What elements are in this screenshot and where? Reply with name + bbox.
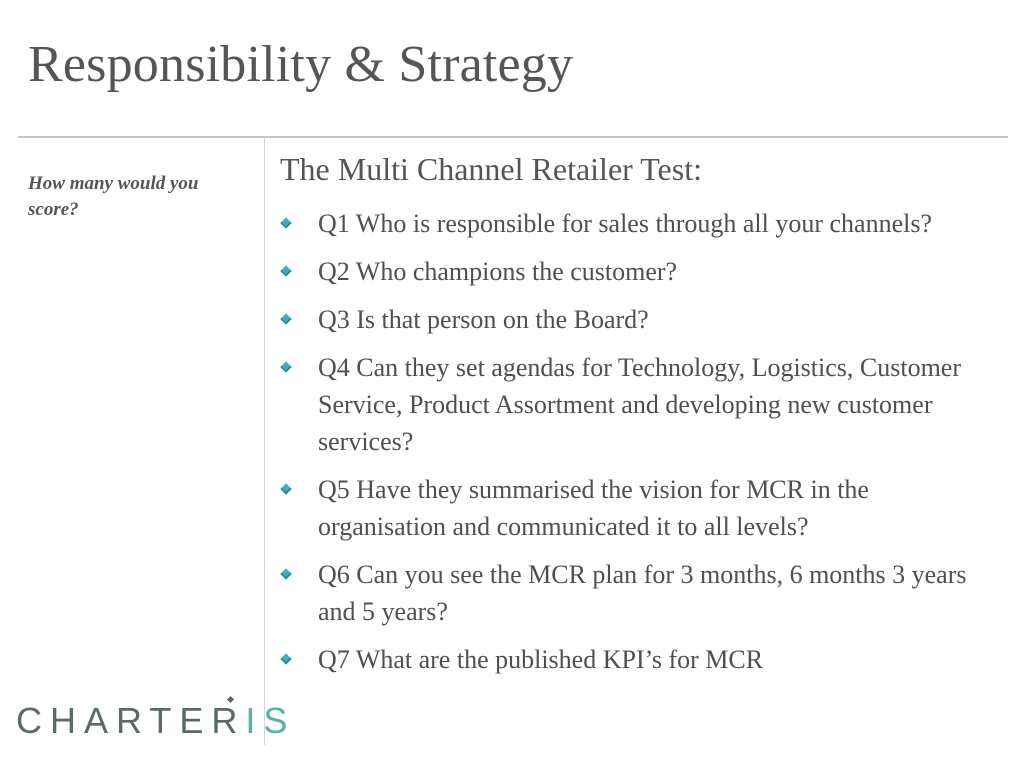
column-divider xyxy=(264,138,265,745)
title-divider xyxy=(18,136,1008,138)
diamond-bullet-icon xyxy=(280,361,292,373)
logo-text-accent: IS xyxy=(245,700,296,741)
list-item: Q5 Have they summarised the vision for M… xyxy=(280,471,1000,545)
question-list: Q1 Who is responsible for sales through … xyxy=(280,205,1000,689)
list-item: Q1 Who is responsible for sales through … xyxy=(280,205,1000,242)
diamond-bullet-icon xyxy=(280,483,292,495)
list-item: Q7 What are the published KPI’s for MCR xyxy=(280,641,1000,678)
question-text: Q6 Can you see the MCR plan for 3 months… xyxy=(318,560,967,626)
diamond-bullet-icon xyxy=(280,653,292,665)
slide-subtitle: The Multi Channel Retailer Test: xyxy=(280,151,702,187)
list-item: Q2 Who champions the customer? xyxy=(280,253,1000,290)
list-item: Q4 Can they set agendas for Technology, … xyxy=(280,349,1000,460)
question-text: Q7 What are the published KPI’s for MCR xyxy=(318,645,764,674)
list-item: Q3 Is that person on the Board? xyxy=(280,301,1000,338)
question-text: Q3 Is that person on the Board? xyxy=(318,305,649,334)
question-text: Q1 Who is responsible for sales through … xyxy=(318,209,932,238)
diamond-bullet-icon xyxy=(280,265,292,277)
slide-title: Responsibility & Strategy xyxy=(28,36,574,93)
question-text: Q4 Can they set agendas for Technology, … xyxy=(318,353,962,456)
logo-text-main: CHARTER xyxy=(16,700,246,741)
question-text: Q2 Who champions the customer? xyxy=(318,257,678,286)
question-text: Q5 Have they summarised the vision for M… xyxy=(318,475,869,541)
diamond-bullet-icon xyxy=(280,568,292,580)
list-item: Q6 Can you see the MCR plan for 3 months… xyxy=(280,556,1000,630)
side-note: How many would you score? xyxy=(28,173,199,220)
charteris-logo: CHARTERIS xyxy=(16,695,295,746)
diamond-bullet-icon xyxy=(280,313,292,325)
logo-text: CHARTERIS xyxy=(16,700,295,741)
diamond-bullet-icon xyxy=(280,217,292,229)
